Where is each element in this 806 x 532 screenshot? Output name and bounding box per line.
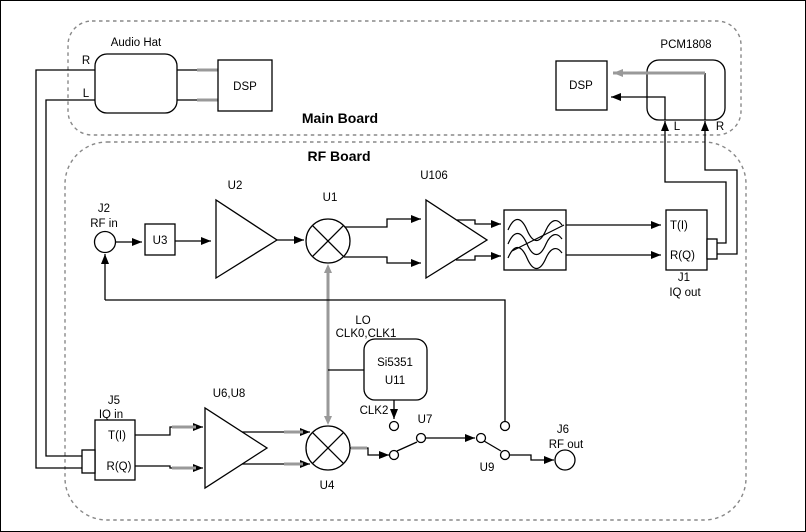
j5-ref: J5: [108, 395, 120, 407]
j6-ref: J6: [557, 424, 569, 436]
dsp-left-label: DSP: [233, 81, 257, 93]
u6u8-label: U6,U8: [213, 388, 246, 400]
j5-label: IQ in: [99, 409, 123, 421]
audio-hat-box: [94, 53, 178, 114]
pcm1808-label: PCM1808: [660, 39, 711, 51]
lo-arrow-down: [324, 416, 332, 425]
j1-ref: J1: [678, 272, 690, 284]
u9-throw1-circle: [475, 432, 487, 444]
u9-switch-blade: [483, 440, 502, 452]
j5-connector-tab: [81, 449, 96, 474]
u3-box: [144, 223, 176, 256]
u2-amp-triangle: [215, 198, 279, 280]
pcm1808-box: [646, 59, 726, 121]
si5351-box: [363, 338, 428, 401]
wire-u1-to-u106-i: [345, 215, 421, 228]
pcm1808-r-label: R: [716, 121, 724, 133]
u7-throw-circle: [415, 432, 427, 444]
u4-label: U4: [320, 480, 335, 492]
j6-label: RF out: [549, 439, 584, 451]
u1-mixer-x2: [311, 224, 345, 258]
j5-r-label: R(Q): [107, 461, 132, 473]
j1-connector-tab: [706, 238, 718, 260]
u3-label: U3: [153, 235, 168, 247]
u1-label: U1: [323, 192, 338, 204]
u2-label: U2: [228, 180, 243, 192]
u11-label: U11: [385, 375, 405, 387]
clk2-label: CLK2: [360, 405, 389, 417]
wire-pcm-l-to-dsp: [611, 93, 666, 120]
dsp-right-box: [555, 60, 608, 111]
filter-wave-1: [507, 218, 563, 242]
u9-throw2-circle: [499, 420, 511, 432]
filter-wave-3: [507, 246, 563, 270]
j1-label: IQ out: [669, 287, 701, 299]
j2-connector-circle: [93, 230, 117, 254]
audio-hat-label: Audio Hat: [111, 37, 162, 49]
wire-j1-to-pcm-r: [701, 121, 738, 255]
wire-u106-to-filter-q: [456, 252, 501, 261]
j5-t-label: T(I): [108, 430, 126, 442]
audio-hat-r-label: R: [82, 55, 90, 67]
j6-connector-circle: [554, 449, 576, 471]
u106-amp-triangle: [425, 198, 489, 280]
filter-wave-diagonal: [511, 224, 565, 252]
u9-label: U9: [480, 462, 495, 474]
rf-board-title: RF Board: [308, 148, 371, 164]
wire-u1-to-u106-q: [344, 256, 421, 267]
j1-box: [665, 209, 708, 271]
lo-arrow-up: [324, 264, 332, 273]
u9-pole-circle: [499, 449, 511, 461]
main-board-outline: [67, 20, 742, 136]
j1-t-label: T(I): [670, 220, 688, 232]
wire-u106-to-filter-i: [457, 219, 501, 228]
u6u8-amp-triangle: [204, 406, 269, 490]
si5351-label: Si5351: [377, 357, 413, 369]
u7-pole-circle: [388, 449, 400, 461]
wire-j1-to-pcm-l: [661, 121, 727, 244]
u106-label: U106: [420, 170, 448, 182]
j2-label: RF in: [90, 218, 117, 230]
pcm1808-l-label: L: [674, 121, 681, 133]
u7-label: U7: [418, 414, 433, 426]
j5-box: [94, 419, 136, 481]
main-board-title: Main Board: [302, 110, 378, 126]
dsp-right-label: DSP: [569, 80, 593, 92]
audio-hat-l-label: L: [83, 88, 90, 100]
filter-wave-2: [507, 232, 563, 256]
dsp-left-box: [217, 59, 273, 112]
clk2-contact-circle: [388, 420, 400, 432]
j2-ref: J2: [98, 203, 110, 215]
j1-r-label: R(Q): [670, 250, 695, 262]
u7-switch-blade: [396, 441, 418, 452]
wire-j2-to-u9: [105, 299, 506, 421]
lo-clocks-label: CLK0,CLK1: [336, 328, 397, 340]
lo-title: LO: [355, 315, 370, 327]
u4-mixer-x2: [311, 431, 345, 465]
wire-u9-to-j6: [509, 454, 554, 464]
